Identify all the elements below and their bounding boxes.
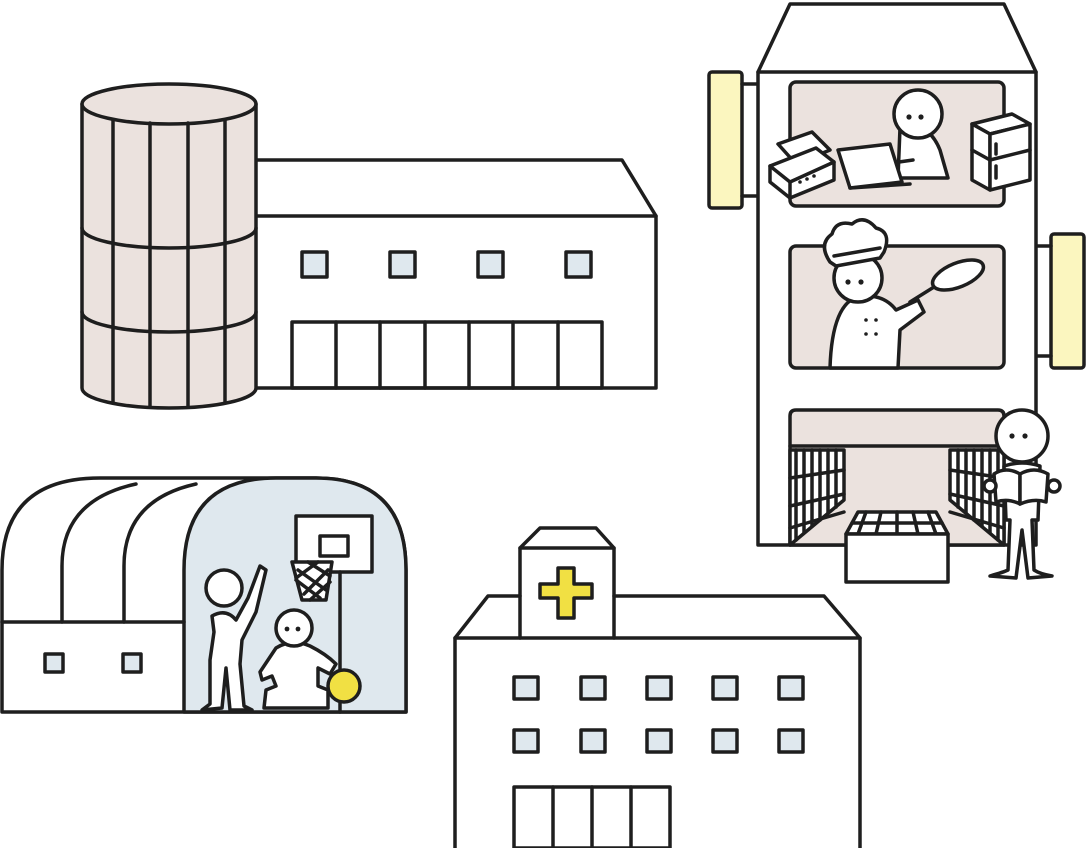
refrigerator-icon bbox=[970, 112, 1032, 192]
wall-sign bbox=[707, 70, 744, 210]
chef-icon bbox=[822, 218, 926, 370]
hospital-icon bbox=[453, 526, 862, 848]
reading-table bbox=[844, 510, 950, 584]
reader-icon bbox=[982, 408, 1062, 580]
hospital-window bbox=[645, 728, 673, 754]
chef-hat-icon bbox=[822, 218, 889, 268]
factory-with-silo-icon bbox=[80, 82, 658, 410]
kitchen-floor bbox=[788, 218, 1006, 370]
factory-window bbox=[388, 250, 417, 279]
factory-window bbox=[300, 250, 329, 279]
open-book-icon bbox=[982, 468, 1062, 506]
basketball-player-icon bbox=[258, 608, 362, 710]
laptop-icon bbox=[836, 142, 912, 190]
factory-building bbox=[253, 158, 658, 390]
multi-floor-building-icon bbox=[707, 2, 1086, 584]
gymnasium-icon bbox=[0, 476, 408, 714]
office-worker-icon bbox=[892, 88, 950, 180]
hospital-window bbox=[711, 675, 739, 701]
hospital-window bbox=[579, 728, 607, 754]
hospital-window bbox=[711, 728, 739, 754]
frying-pan-icon bbox=[908, 258, 986, 304]
basketball-player-icon bbox=[200, 564, 268, 712]
hospital-window bbox=[512, 675, 540, 701]
hospital-window bbox=[512, 728, 540, 754]
basketball-icon bbox=[326, 668, 362, 704]
hospital-window bbox=[645, 675, 673, 701]
office-floor bbox=[768, 80, 1032, 208]
library-floor bbox=[788, 408, 1006, 584]
silo bbox=[80, 82, 258, 410]
bookshelf bbox=[788, 448, 846, 547]
medical-cross-icon bbox=[538, 566, 594, 620]
gym-window bbox=[121, 652, 143, 674]
wall-sign bbox=[1049, 232, 1086, 370]
factory-window bbox=[476, 250, 505, 279]
loading-dock-doors bbox=[290, 320, 604, 390]
printer-icon bbox=[768, 130, 836, 200]
bookshelf bbox=[948, 448, 1006, 547]
gym-window bbox=[43, 652, 65, 674]
hospital-window bbox=[579, 675, 607, 701]
hospital-window bbox=[777, 728, 805, 754]
hospital-window bbox=[777, 675, 805, 701]
factory-window bbox=[564, 250, 593, 279]
hospital-entrance-doors bbox=[512, 785, 672, 848]
